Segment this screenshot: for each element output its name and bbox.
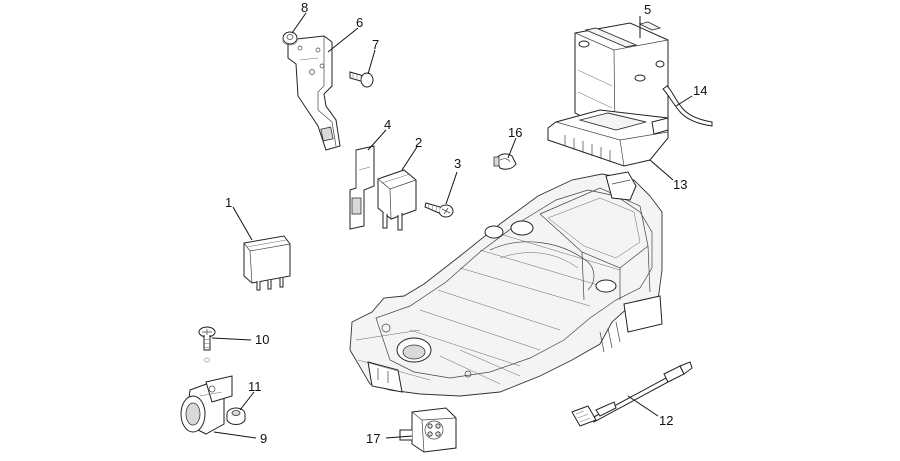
callout-13: 13 xyxy=(673,177,687,192)
underseat-compartment xyxy=(349,171,663,397)
part-6-bracket-plate xyxy=(287,35,341,151)
part-4-bracket xyxy=(349,145,375,230)
callout-11: 11 xyxy=(248,379,262,394)
part-7-bolt xyxy=(349,71,374,88)
callout-2: 2 xyxy=(415,135,422,150)
part-12-sensor-cable xyxy=(571,361,693,427)
part-17-connector xyxy=(399,407,457,453)
callout-8: 8 xyxy=(301,0,308,15)
part-1-relay xyxy=(243,235,291,291)
callout-17: 17 xyxy=(366,431,380,446)
part-9-horn xyxy=(180,375,233,435)
part-14-vent-hose xyxy=(662,85,713,127)
callout-12: 12 xyxy=(659,413,673,428)
callout-labels: 1 2 3 4 5 6 7 8 9 10 11 12 13 14 16 17 xyxy=(225,0,707,446)
callout-6: 6 xyxy=(356,15,363,30)
part-13-battery-tray xyxy=(547,109,669,167)
part-16-clip xyxy=(493,153,517,170)
part-2-relay xyxy=(377,169,417,231)
callout-5: 5 xyxy=(644,2,651,17)
callout-7: 7 xyxy=(372,37,379,52)
part-11-nut xyxy=(226,407,246,425)
callout-3: 3 xyxy=(454,156,461,171)
leader-lines xyxy=(211,12,693,439)
callout-9: 9 xyxy=(260,431,267,446)
part-10-screw xyxy=(198,326,216,363)
callout-4: 4 xyxy=(384,117,391,132)
part-8-nut xyxy=(282,31,298,46)
part-3-screw xyxy=(424,202,454,218)
callout-1: 1 xyxy=(225,195,232,210)
callout-10: 10 xyxy=(255,332,269,347)
callout-16: 16 xyxy=(508,125,522,140)
callout-14: 14 xyxy=(693,83,707,98)
